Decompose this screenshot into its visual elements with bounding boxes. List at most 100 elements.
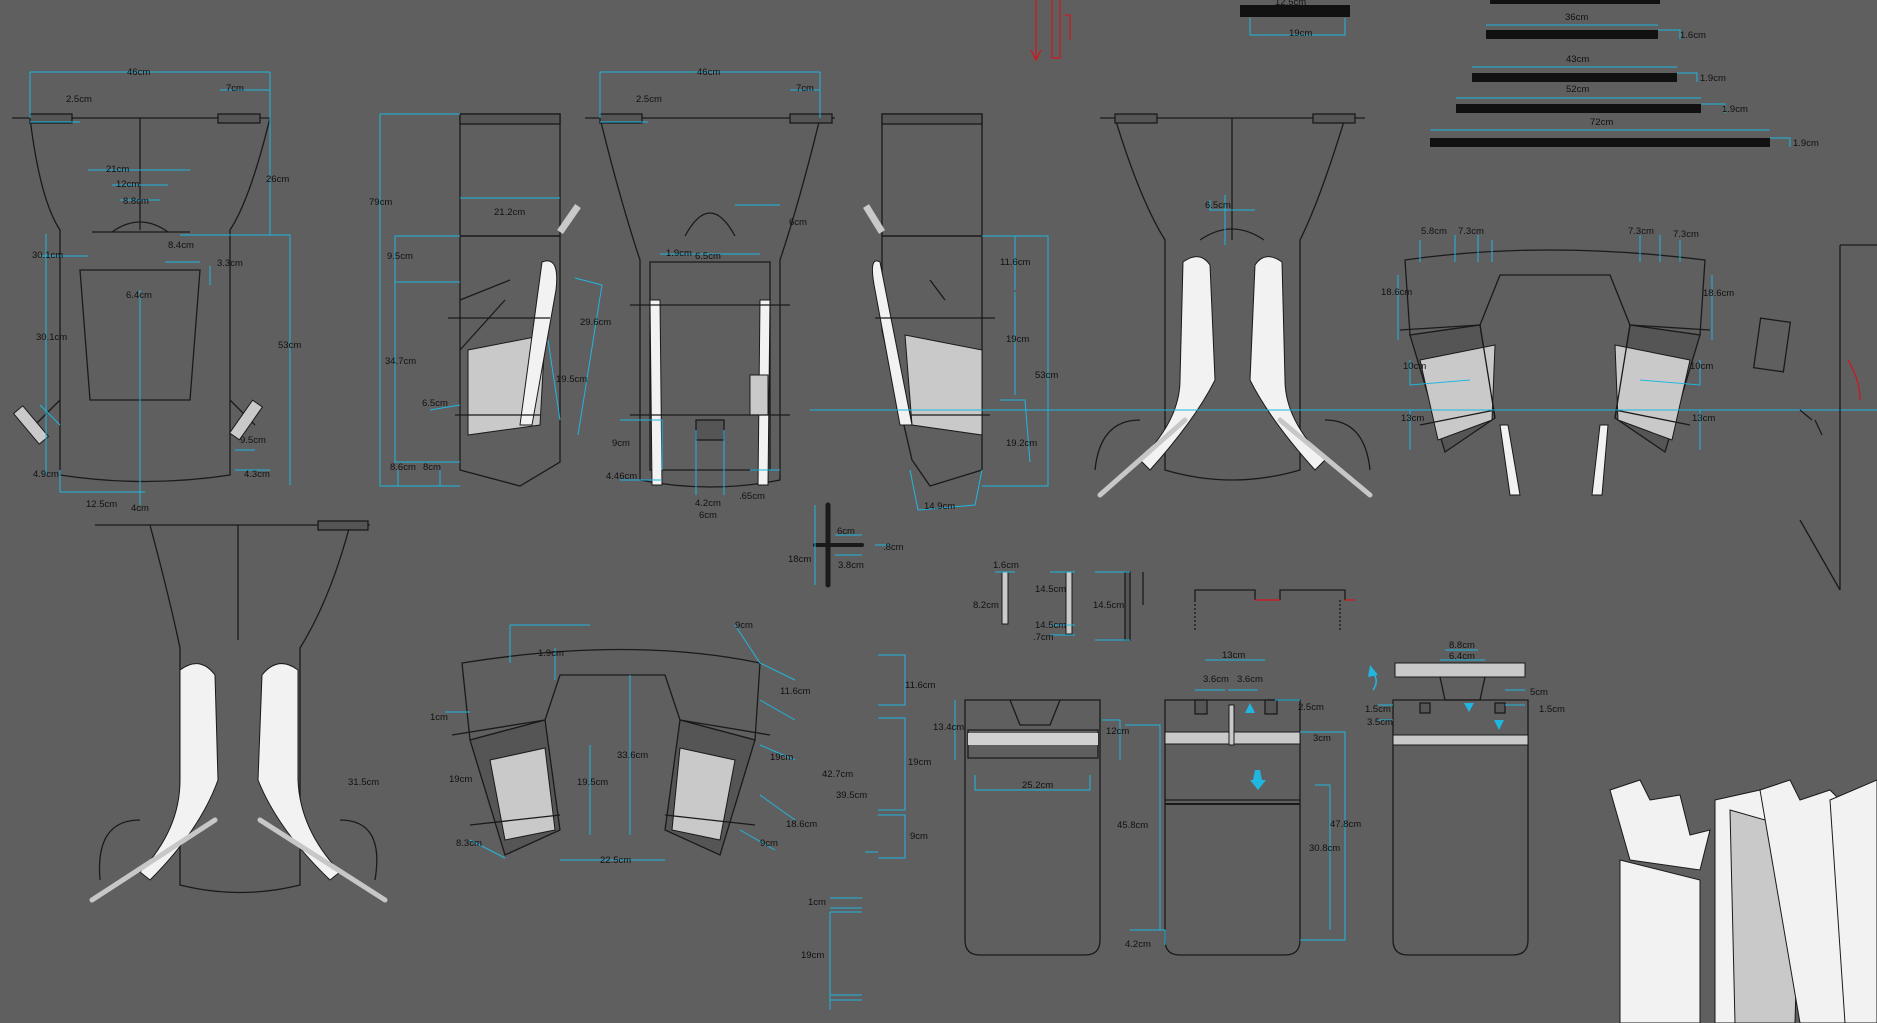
view-top-open: 5.8cm 7.3cm 7.3cm 7.3cm 18.6cm 18.6cm 10…: [1381, 226, 1734, 496]
dim-label: 12cm: [116, 179, 139, 190]
dim-label: 25.2cm: [1022, 780, 1053, 791]
dim-label: 6.4cm: [1449, 651, 1475, 662]
dim-label: 13cm: [1401, 413, 1424, 424]
red-markers: [1030, 0, 1071, 62]
dim-label: 9cm: [910, 831, 928, 842]
dim-label: 10cm: [1690, 361, 1713, 372]
dim-label: 12cm: [1106, 726, 1129, 737]
dim-label: 6cm: [837, 526, 855, 537]
far-right-fragment: [1752, 244, 1877, 591]
dim-label: 5.8cm: [1421, 226, 1447, 237]
dim-label: 19cm: [770, 752, 793, 763]
dim-label: 21cm: [106, 164, 129, 175]
small-parts: 1.6cm 8.2cm 14.5cm 14.5cm 14.5cm .7cm: [973, 560, 1355, 643]
dim-label: 31.5cm: [348, 777, 379, 788]
dim-label: 7cm: [226, 83, 244, 94]
pattern-pieces: [1609, 779, 1877, 1023]
dim-label: 30.8cm: [1309, 843, 1340, 854]
dim-label: 6.4cm: [126, 290, 152, 301]
dim-label: 19cm: [1289, 28, 1312, 39]
dim-label: .7cm: [1033, 632, 1054, 643]
dim-label: 8.8cm: [1449, 640, 1475, 651]
dim-label: 18.6cm: [1703, 288, 1734, 299]
dim-label: 11.6cm: [780, 686, 811, 697]
dim-label: 7.3cm: [1673, 229, 1699, 240]
dim-label: 72cm: [1590, 117, 1613, 128]
dim-label: 42.7cm: [822, 769, 853, 780]
dim-label: 30.1cm: [32, 250, 63, 261]
dim-label: 8.6cm: [390, 462, 416, 473]
dim-label: 2.5cm: [66, 94, 92, 105]
dim-label: 8.4cm: [168, 240, 194, 251]
dim-label: 10cm: [1403, 361, 1426, 372]
dim-label: 30.1cm: [36, 332, 67, 343]
dim-label: 8.3cm: [456, 838, 482, 849]
view-front-outline: 46cm 2.5cm 7cm 26cm 53cm 21cm 12cm 8.8cm…: [12, 67, 301, 514]
dim-label: 2.5cm: [1298, 702, 1324, 713]
dim-label: 9.5cm: [240, 435, 266, 446]
dim-label: 3.5cm: [1367, 717, 1393, 728]
view-back-straps-lower: 31.5cm: [89, 520, 388, 903]
dim-label: 9cm: [612, 438, 630, 449]
dim-label: 19cm: [908, 757, 931, 768]
dim-label: 22.5cm: [600, 855, 631, 866]
panel-pocket-3: 8.8cm 6.4cm 5cm 1.5cm 1.5cm 3.5cm: [1365, 640, 1565, 956]
dim-label: 1.5cm: [1539, 704, 1565, 715]
dim-label: 7cm: [796, 83, 814, 94]
dim-label: 6cm: [789, 217, 807, 228]
view-side-left: 79cm 21.2cm 9.5cm 34.7cm 29.6cm 19.5cm 6…: [369, 113, 611, 487]
dim-label: 3.3cm: [217, 258, 243, 269]
dim-label: 1.6cm: [1680, 30, 1706, 41]
dim-label: 19.5cm: [556, 374, 587, 385]
dim-label: 3cm: [1313, 733, 1331, 744]
dim-label: 19cm: [449, 774, 472, 785]
dim-label: 52cm: [1566, 84, 1589, 95]
view-side-right: 11.6cm 19cm 53cm 19.2cm 14.9cm: [863, 113, 1058, 512]
dim-label: 6cm: [699, 510, 717, 521]
dim-label: 14.5cm: [1035, 620, 1066, 631]
dim-label: 12.5cm: [86, 499, 117, 510]
dim-label: 1.6cm: [993, 560, 1019, 571]
dim-label: 33.6cm: [617, 750, 648, 761]
dim-label: 4.3cm: [244, 469, 270, 480]
dim-label: 8cm: [423, 462, 441, 473]
dim-label: 14.9cm: [924, 501, 955, 512]
dim-label: 6.5cm: [695, 251, 721, 262]
dim-label: 9cm: [760, 838, 778, 849]
dimension-column: 11.6cm 19cm 42.7cm 39.5cm 9cm 1cm 19cm: [801, 654, 936, 1010]
dim-label: 4.46cm: [606, 471, 637, 482]
dim-label: 29.6cm: [580, 317, 611, 328]
dim-label: 47.8cm: [1330, 819, 1361, 830]
dim-label: 8.2cm: [973, 600, 999, 611]
dim-label: 3.6cm: [1203, 674, 1229, 685]
dim-label: 46cm: [127, 67, 150, 78]
dim-label: 4.9cm: [33, 469, 59, 480]
dim-label: 53cm: [1035, 370, 1058, 381]
dim-label: 12.5cm: [1275, 0, 1306, 8]
dim-label: 9cm: [735, 620, 753, 631]
dim-label: 39.5cm: [836, 790, 867, 801]
dim-label: 9.5cm: [387, 251, 413, 262]
view-back-straps: 6.5cm: [1094, 113, 1373, 498]
dim-label: 4.2cm: [695, 498, 721, 509]
dim-label: 1.9cm: [1700, 73, 1726, 84]
dim-label: 11.6cm: [1000, 257, 1031, 268]
dim-label: 19.2cm: [1006, 438, 1037, 449]
dim-label: 18.6cm: [786, 819, 817, 830]
dim-label: 13cm: [1222, 650, 1245, 661]
dim-label: 26cm: [266, 174, 289, 185]
dim-label: 46cm: [697, 67, 720, 78]
panel-pocket-2: 13cm 3.6cm 3.6cm 2.5cm 3cm 45.8cm 47.8cm…: [1117, 650, 1361, 956]
dim-label: 2.5cm: [636, 94, 662, 105]
dim-label: 4cm: [131, 503, 149, 514]
dim-label: 4.2cm: [1125, 939, 1151, 950]
view-back: 46cm 2.5cm 7cm 6cm 1.9cm 6.5cm 9cm 4.46c…: [585, 67, 835, 521]
dim-label: 13cm: [1692, 413, 1715, 424]
dim-label: 7.3cm: [1458, 226, 1484, 237]
dim-label: 21.2cm: [494, 207, 525, 218]
dim-label: 1.9cm: [1793, 138, 1819, 149]
dim-label: 6.5cm: [1205, 200, 1231, 211]
panel-pocket-1: 13.4cm 12cm 25.2cm: [933, 699, 1129, 956]
dim-label: 1cm: [808, 897, 826, 908]
